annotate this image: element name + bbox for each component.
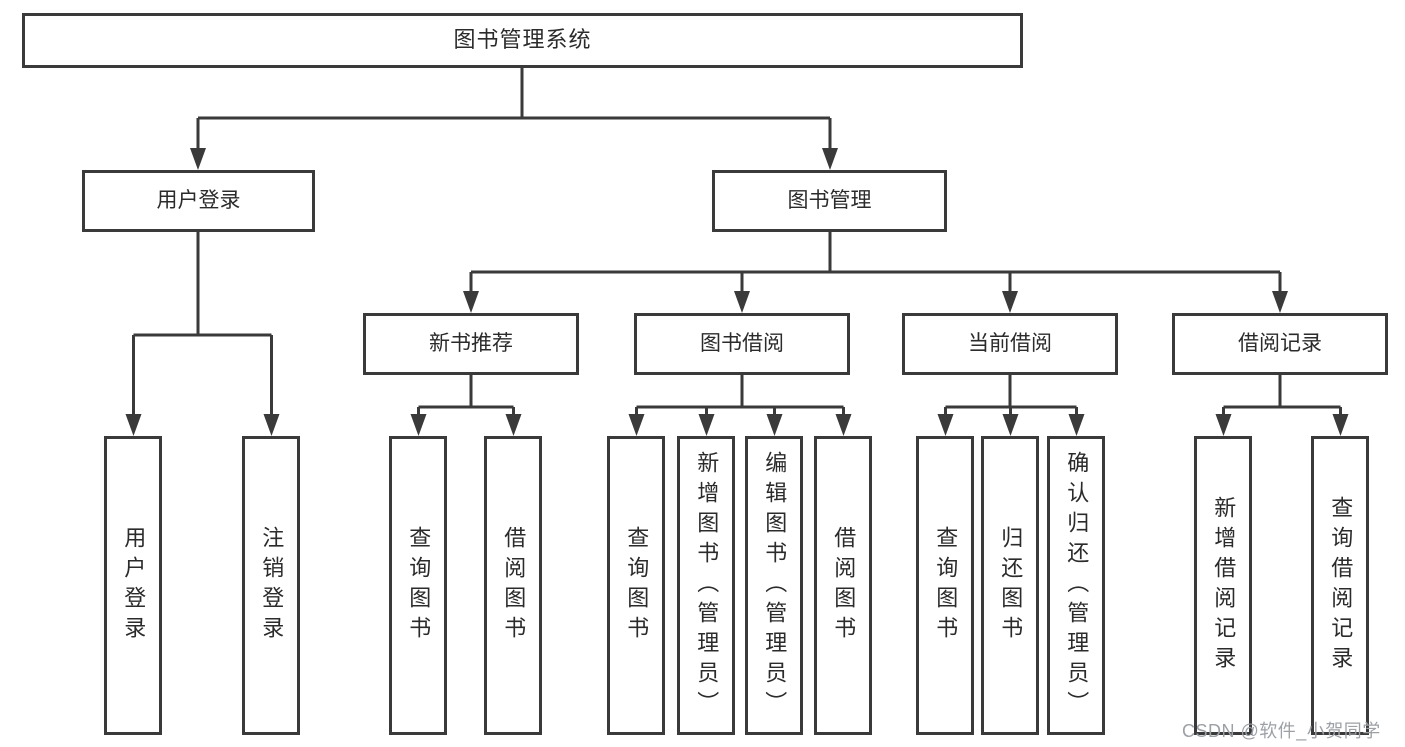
- node-book-management: 图书管理: [712, 170, 947, 232]
- node-current-borrow: 当前借阅: [902, 313, 1118, 375]
- leaf-query-borrow-record: 查询借阅记录: [1311, 436, 1369, 735]
- leaf-add-borrow-record: 新增借阅记录: [1194, 436, 1252, 735]
- leaf-user-login: 用户登录: [104, 436, 162, 735]
- leaf-add-book-admin: 新增图书（管理员）: [677, 436, 735, 735]
- leaf-query-book-recommend: 查询图书: [389, 436, 447, 735]
- csdn-watermark: CSDN @软件_小贺同学: [1182, 721, 1381, 741]
- node-borrow-records: 借阅记录: [1172, 313, 1388, 375]
- leaf-query-book-current: 查询图书: [916, 436, 974, 735]
- leaf-query-book-borrow: 查询图书: [607, 436, 665, 735]
- leaf-confirm-return-admin: 确认归还（管理员）: [1047, 436, 1105, 735]
- leaf-borrow-book: 借阅图书: [814, 436, 872, 735]
- node-user-login: 用户登录: [82, 170, 315, 232]
- node-book-borrow: 图书借阅: [634, 313, 850, 375]
- node-root-system: 图书管理系统: [22, 13, 1023, 68]
- node-new-book-recommend: 新书推荐: [363, 313, 579, 375]
- leaf-return-book: 归还图书: [981, 436, 1039, 735]
- leaf-edit-book-admin: 编辑图书（管理员）: [745, 436, 803, 735]
- leaf-borrow-book-recommend: 借阅图书: [484, 436, 542, 735]
- leaf-logout: 注销登录: [242, 436, 300, 735]
